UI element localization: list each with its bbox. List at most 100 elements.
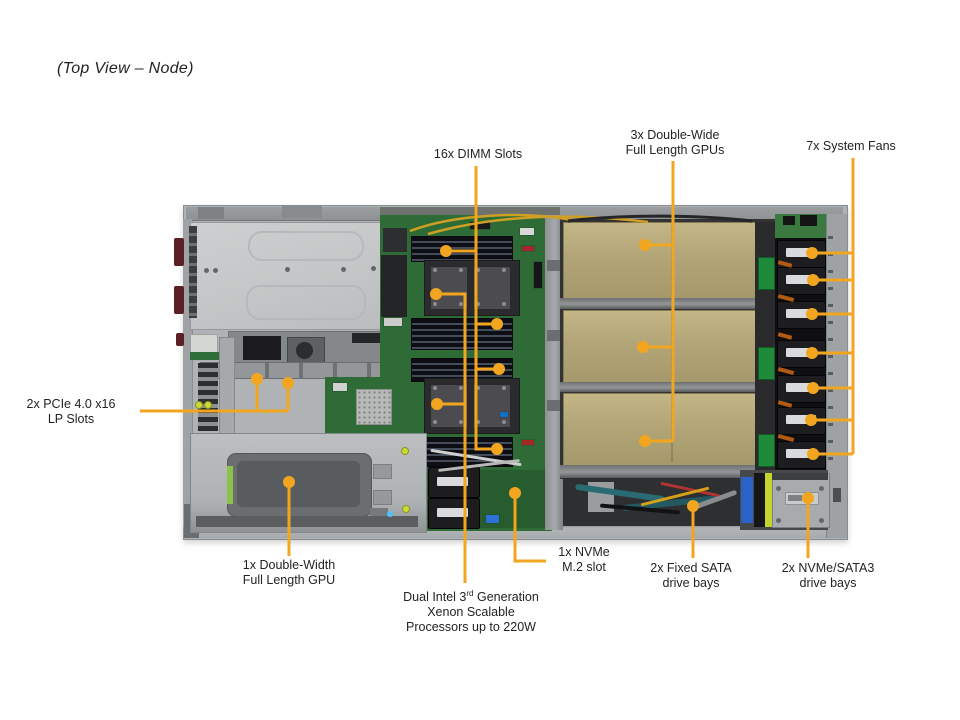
mobo-chip	[500, 412, 508, 417]
right-wall-notch	[833, 488, 841, 502]
rail-latch	[547, 260, 560, 271]
mobo-bracket	[381, 255, 407, 317]
cpu-screw	[502, 386, 506, 390]
screw	[341, 267, 346, 272]
label-cpu-line1: Dual Intel 3rd Generation	[403, 586, 539, 605]
dimm-bank	[411, 318, 513, 350]
label-nvme-bays-line2: drive bays	[799, 576, 857, 590]
label-sata-line2: drive bays	[662, 576, 720, 590]
top-rail-bracket	[198, 207, 224, 219]
label-sata-line1: 2x Fixed SATA	[650, 561, 732, 575]
fan-label	[786, 415, 816, 424]
cpu-screw	[433, 302, 437, 306]
cpu-screw	[476, 420, 480, 424]
label-pcie-line1: 2x PCIe 4.0 x16	[26, 397, 116, 411]
fan-board-connector	[800, 215, 817, 226]
screw-marker	[204, 401, 212, 409]
bracket-slot	[352, 333, 394, 343]
psu-vent	[189, 226, 197, 318]
screw	[204, 268, 209, 273]
fan-board-connector	[783, 216, 795, 225]
pcb-edge-strip	[765, 473, 772, 527]
cpu-screw	[459, 386, 463, 390]
label-gpu-single-line1: 1x Double-Width	[242, 558, 336, 572]
fan-label	[786, 383, 816, 392]
label-m2-line2: M.2 slot	[562, 560, 606, 574]
cpu-screw	[433, 386, 437, 390]
riser-bracket	[219, 337, 235, 435]
mobo-chip	[522, 246, 534, 251]
psu-emboss	[248, 231, 364, 261]
label-gpus-line2: Full Length GPUs	[625, 143, 725, 157]
label-cpu-line1-post: Generation	[473, 590, 539, 605]
label-m2: 1x NVMe M.2 slot	[558, 545, 609, 575]
gpu-power-connector	[758, 257, 775, 290]
cpu-screw	[502, 268, 506, 272]
screw-marker	[195, 401, 203, 409]
label-gpus: 3x Double-Wide Full Length GPUs	[626, 128, 725, 158]
gpu-seam	[671, 395, 673, 462]
gpu-divider-rail	[560, 382, 774, 392]
label-cpu-line2: Xenon Scalable	[427, 605, 515, 620]
label-nvme-bays-line1: 2x NVMe/SATA3	[781, 561, 875, 575]
screw	[819, 518, 824, 523]
label-nvme-bays: 2x NVMe/SATA3 drive bays	[782, 561, 875, 591]
drive-tray-latch	[788, 495, 802, 501]
gpu-tray-window-inner	[237, 461, 360, 507]
label-dimm-slots: 16x DIMM Slots	[434, 147, 522, 162]
rear-fan-label	[437, 508, 468, 517]
chassis-left-edge	[183, 219, 193, 527]
rear-handle	[176, 333, 184, 346]
lp-slot-openings	[198, 363, 218, 431]
mobo-chip	[522, 440, 534, 445]
tray-channel	[196, 516, 418, 527]
gpu-power-connector	[758, 347, 775, 380]
screw	[285, 267, 290, 272]
usb-header	[486, 515, 499, 523]
screw-marker	[402, 505, 410, 513]
label-pcie-line2: LP Slots	[47, 412, 95, 426]
rear-handle	[174, 238, 184, 266]
label-cpu-line1-sup: rd	[466, 589, 474, 598]
right-wall-screws	[828, 222, 833, 462]
label-fans: 7x System Fans	[806, 139, 896, 154]
tray-block	[373, 464, 392, 479]
gpu-seam	[671, 312, 673, 380]
gpu-tray-green-strip	[227, 466, 233, 504]
cpu-screw	[476, 386, 480, 390]
tray-block	[373, 490, 392, 505]
mobo-chip	[333, 383, 347, 391]
bay-divider	[754, 473, 765, 527]
cpu-screw	[459, 420, 463, 424]
fan-label	[786, 275, 816, 284]
label-cpu-line3: Processors up to 220W	[406, 620, 536, 635]
cpu-screw	[476, 302, 480, 306]
gpu-card-1	[563, 222, 757, 299]
chipset-heatsink	[356, 389, 392, 425]
top-rail-bracket	[282, 206, 322, 218]
gpu-card-3	[563, 393, 757, 466]
screw	[819, 486, 824, 491]
mobo-chip	[384, 318, 402, 326]
cpu-screw	[433, 420, 437, 424]
cpu-screw	[476, 268, 480, 272]
gpu-power-connector	[758, 434, 775, 467]
screw	[776, 518, 781, 523]
label-gpus-line1: 3x Double-Wide	[630, 128, 720, 142]
blue-connector	[741, 477, 753, 523]
cpu-screw	[502, 302, 506, 306]
screw	[213, 268, 218, 273]
screw-marker	[401, 447, 409, 455]
cpu-screw	[433, 268, 437, 272]
rear-fan-label	[437, 477, 468, 486]
mobo-chip	[520, 228, 534, 235]
mobo-chip	[534, 262, 542, 288]
cpu-screw	[459, 268, 463, 272]
screw-marker-blue	[387, 511, 393, 517]
cpu-screw	[459, 302, 463, 306]
rail-latch	[547, 330, 560, 341]
bracket-hole	[296, 342, 313, 359]
psu-sticker	[190, 334, 218, 354]
pcb-edge	[190, 352, 224, 360]
label-cpu: Dual Intel 3rd Generation Xenon Scalable…	[403, 586, 539, 635]
